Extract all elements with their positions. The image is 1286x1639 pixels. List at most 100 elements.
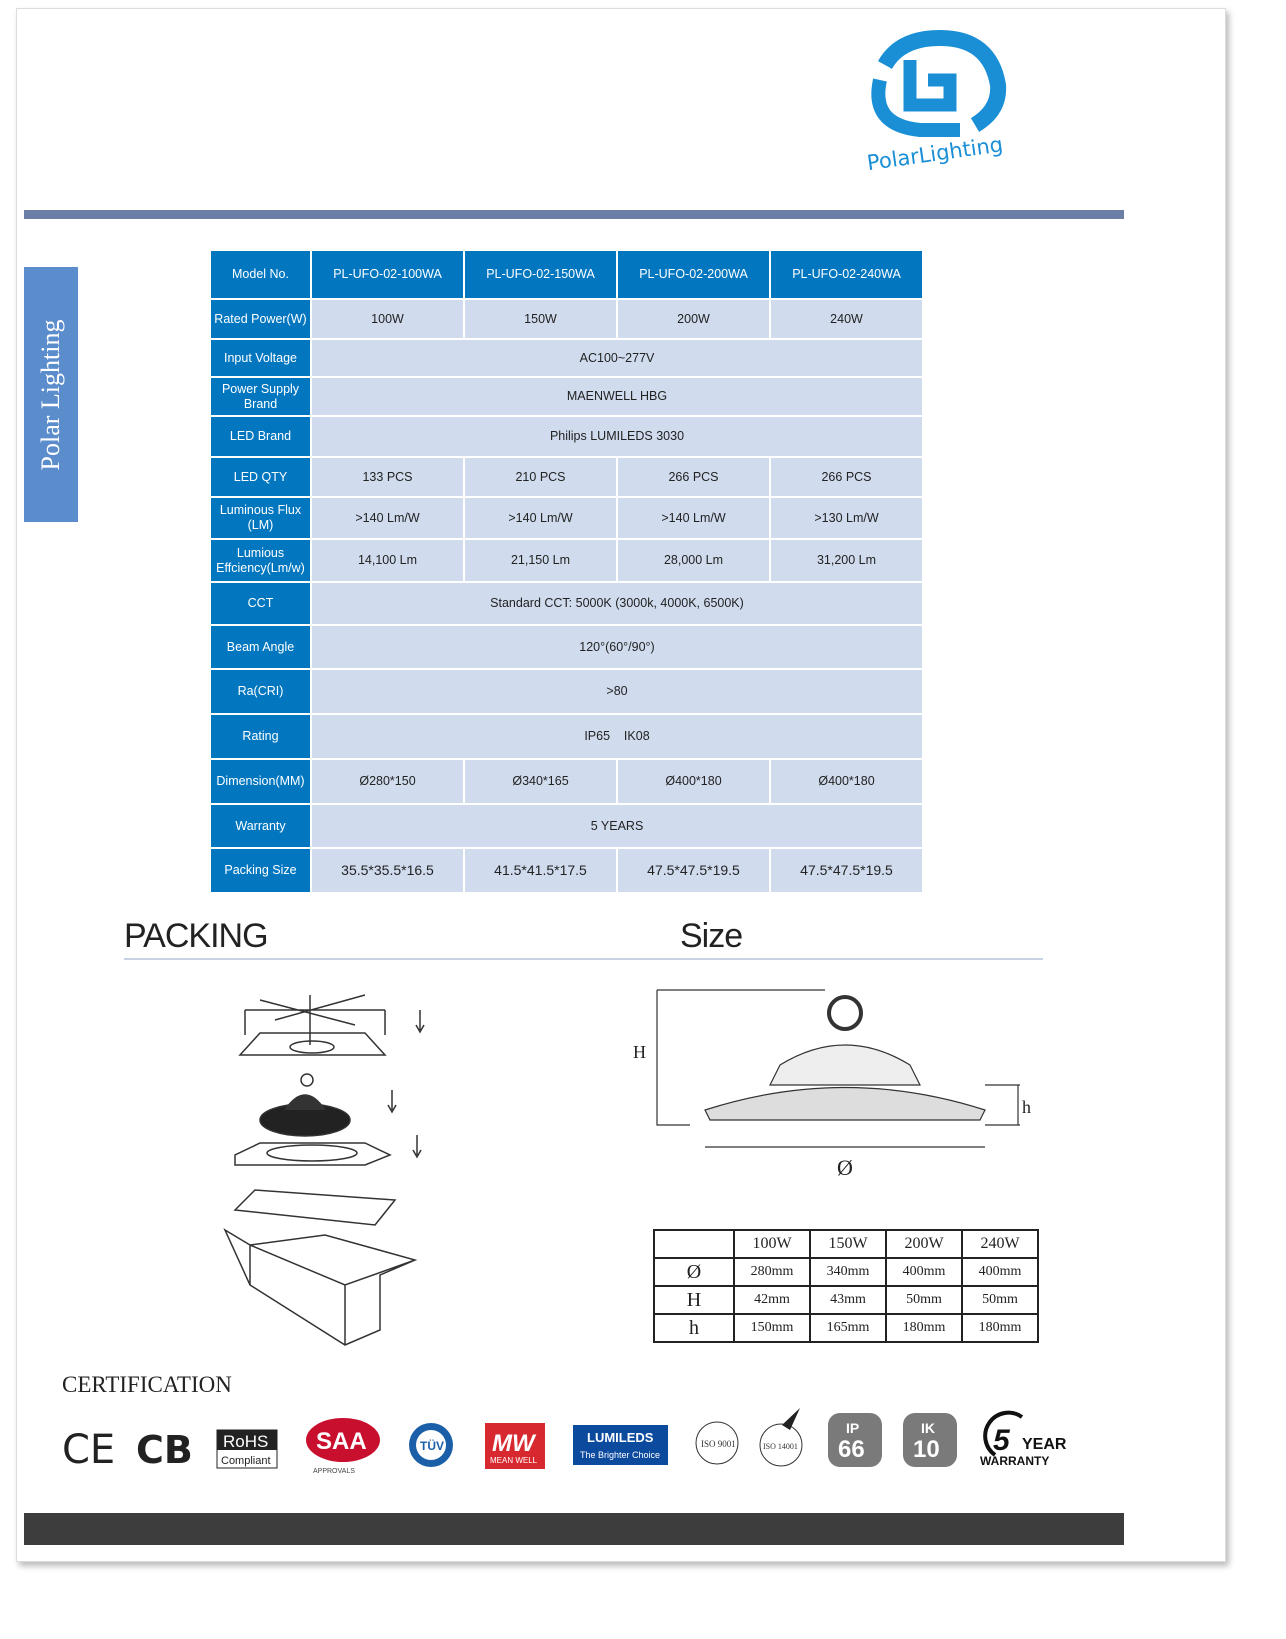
svg-text:CE: CE xyxy=(62,1427,115,1473)
size-cell xyxy=(653,1229,735,1259)
spec-cell: 266 PCS xyxy=(616,456,771,498)
svg-text:LUMILEDS: LUMILEDS xyxy=(587,1430,654,1445)
svg-text:The Brighter Choice: The Brighter Choice xyxy=(580,1450,660,1460)
size-cell: 180mm xyxy=(885,1313,963,1343)
spec-row-label: Rating xyxy=(209,713,312,760)
spec-cell: >140 Lm/W xyxy=(463,496,618,540)
size-cell: h xyxy=(653,1313,735,1343)
svg-text:TÜV: TÜV xyxy=(420,1438,444,1453)
spec-row-label: Ra(CRI) xyxy=(209,668,312,715)
tuv-logo: TÜV xyxy=(409,1423,453,1467)
spec-cell: 41.5*41.5*17.5 xyxy=(463,847,618,894)
body-height-label: h xyxy=(1022,1097,1031,1117)
size-cell: 43mm xyxy=(809,1285,887,1315)
size-cell: 400mm xyxy=(961,1257,1039,1287)
size-cell: 150W xyxy=(809,1229,887,1259)
spec-cell: 14,100 Lm xyxy=(310,538,465,583)
svg-text:Compliant: Compliant xyxy=(221,1455,271,1467)
size-cell: 150mm xyxy=(733,1313,811,1343)
model-header: PL-UFO-02-100WA xyxy=(310,249,465,300)
size-cell: 400mm xyxy=(885,1257,963,1287)
spec-row-label: Luminous Flux (LM) xyxy=(209,496,312,540)
certification-title: CERTIFICATION xyxy=(62,1372,232,1397)
size-cell: H xyxy=(653,1285,735,1315)
spec-cell-merged: >80 xyxy=(310,668,924,715)
spec-row-label: Beam Angle xyxy=(209,624,312,670)
svg-text:PolarLighting: PolarLighting xyxy=(865,132,1004,175)
side-tab-label: Polar Lighting xyxy=(36,319,65,470)
spec-cell: >140 Lm/W xyxy=(310,496,465,540)
spec-cell-merged: 120°(60°/90°) xyxy=(310,624,924,670)
size-cell: Ø xyxy=(653,1257,735,1287)
spec-row-label: Packing Size xyxy=(209,847,312,894)
arrow-down-icon xyxy=(415,1010,425,1034)
polarlighting-logo: PolarLighting xyxy=(865,30,1007,175)
svg-text:IP: IP xyxy=(846,1420,859,1436)
ce-logo: CE xyxy=(62,1427,115,1473)
spec-cell-merged: Philips LUMILEDS 3030 xyxy=(310,415,924,458)
spec-row-label: LED Brand xyxy=(209,415,312,458)
spec-cell: 47.5*47.5*19.5 xyxy=(769,847,924,894)
spec-cell: 100W xyxy=(310,298,465,340)
size-diagram: H h Ø xyxy=(633,989,1031,1180)
spec-row-label: Power Supply Brand xyxy=(209,376,312,417)
svg-text:66: 66 xyxy=(838,1436,865,1463)
spec-cell-merged: IP65 IK08 xyxy=(310,713,924,760)
spec-row-label: Warranty xyxy=(209,803,312,849)
size-cell: 42mm xyxy=(733,1285,811,1315)
size-cell: 180mm xyxy=(961,1313,1039,1343)
spec-row-label: Lumious Effciency(Lm/w) xyxy=(209,538,312,583)
spec-cell: 200W xyxy=(616,298,771,340)
iso9001-logo: ISO 9001 xyxy=(695,1421,739,1465)
model-no-label: Model No. xyxy=(209,249,312,300)
svg-text:ISO 14001: ISO 14001 xyxy=(763,1442,798,1451)
svg-text:SAA: SAA xyxy=(316,1428,367,1455)
spec-row-label: LED QTY xyxy=(209,456,312,498)
footer-bar xyxy=(24,1513,1124,1545)
spec-row-label: Rated Power(W) xyxy=(209,298,312,340)
spec-row-label: CCT xyxy=(209,581,312,626)
model-header: PL-UFO-02-200WA xyxy=(616,249,771,300)
cb-logo: CB xyxy=(136,1428,193,1472)
svg-text:WARRANTY: WARRANTY xyxy=(980,1454,1049,1468)
size-cell: 240W xyxy=(961,1229,1039,1259)
iso14001-logo: ISO 14001 xyxy=(759,1408,803,1467)
spec-row: Luminous Flux (LM)>140 Lm/W>140 Lm/W>140… xyxy=(209,496,924,540)
model-header: PL-UFO-02-150WA xyxy=(463,249,618,300)
spec-cell: 31,200 Lm xyxy=(769,538,924,583)
svg-text:APPROVALS: APPROVALS xyxy=(313,1468,355,1475)
header-bar xyxy=(24,210,1124,219)
model-header: PL-UFO-02-240WA xyxy=(769,249,924,300)
size-cell: 50mm xyxy=(885,1285,963,1315)
svg-text:ISO 9001: ISO 9001 xyxy=(701,1439,736,1449)
spec-cell: 28,000 Lm xyxy=(616,538,771,583)
size-cell: 340mm xyxy=(809,1257,887,1287)
spec-cell: 47.5*47.5*19.5 xyxy=(616,847,771,894)
spec-cell-merged: MAENWELL HBG xyxy=(310,376,924,417)
svg-text:5: 5 xyxy=(993,1424,1011,1457)
spec-cell: Ø400*180 xyxy=(769,758,924,805)
